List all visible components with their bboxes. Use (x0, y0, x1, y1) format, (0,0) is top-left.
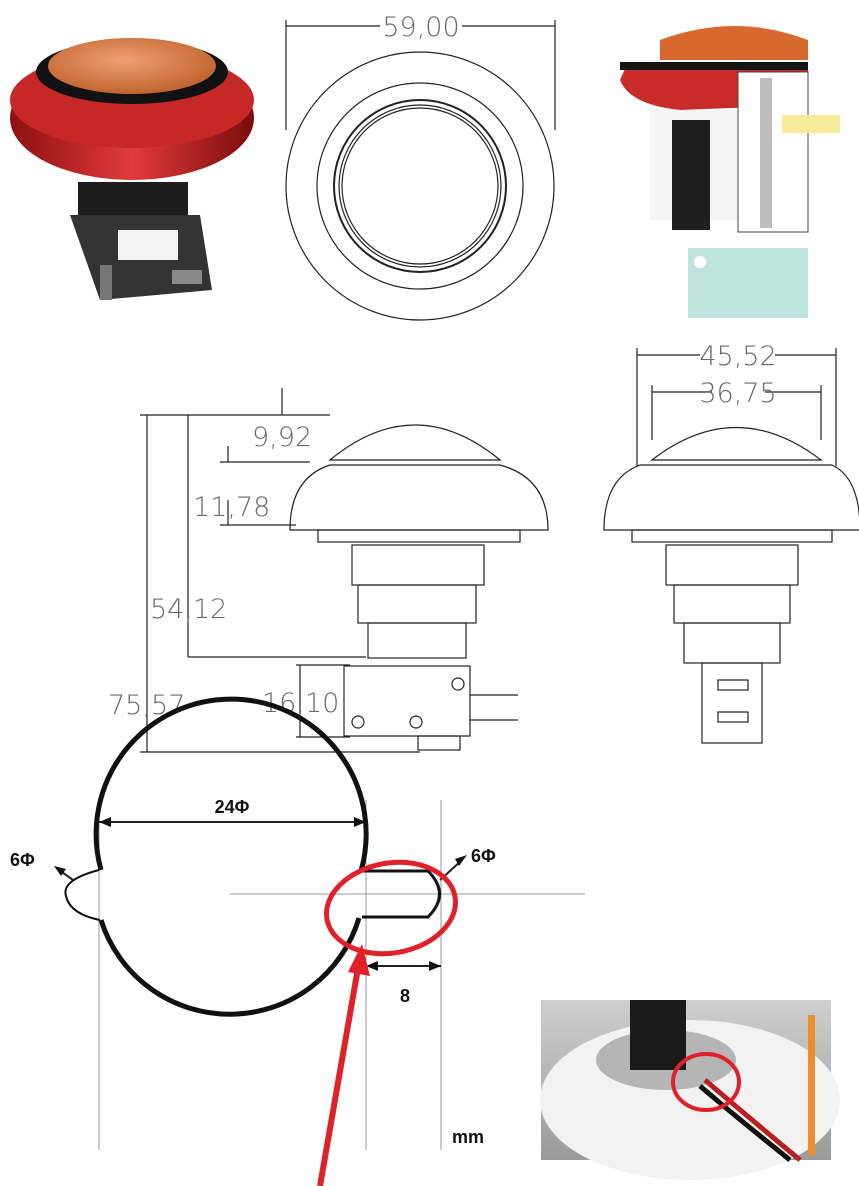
dim-dome-height: 9,92 (252, 422, 312, 453)
slot-right-label: 6Φ (471, 846, 496, 866)
panel-cutout: 24Φ 6Φ 6Φ 8 mm (10, 696, 585, 1186)
dim-total-height: 75,57 (108, 690, 185, 721)
cutaway-section (620, 26, 840, 318)
slot-length-label: 8 (400, 986, 410, 1006)
front-diameter-label: 59,00 (382, 12, 459, 43)
button-3d-render (10, 38, 254, 300)
installed-photo (540, 1000, 840, 1180)
rear-view: 45,52 36,75 (603, 341, 859, 744)
dim-outer-width: 45,52 (699, 341, 776, 372)
dim-dome-width: 36,75 (699, 378, 776, 409)
units-label: mm (452, 1127, 484, 1147)
hole-diameter-label: 24Φ (215, 797, 250, 817)
dim-body-height: 54,12 (150, 594, 227, 625)
front-view: 59,00 (285, 12, 556, 321)
notch-left-label: 6Φ (10, 850, 35, 870)
side-view: 9,92 11,78 54,12 75,57 16,10 (108, 388, 549, 753)
dim-bezel-height: 11,78 (193, 492, 270, 523)
dim-switch-height: 16,10 (262, 688, 339, 719)
